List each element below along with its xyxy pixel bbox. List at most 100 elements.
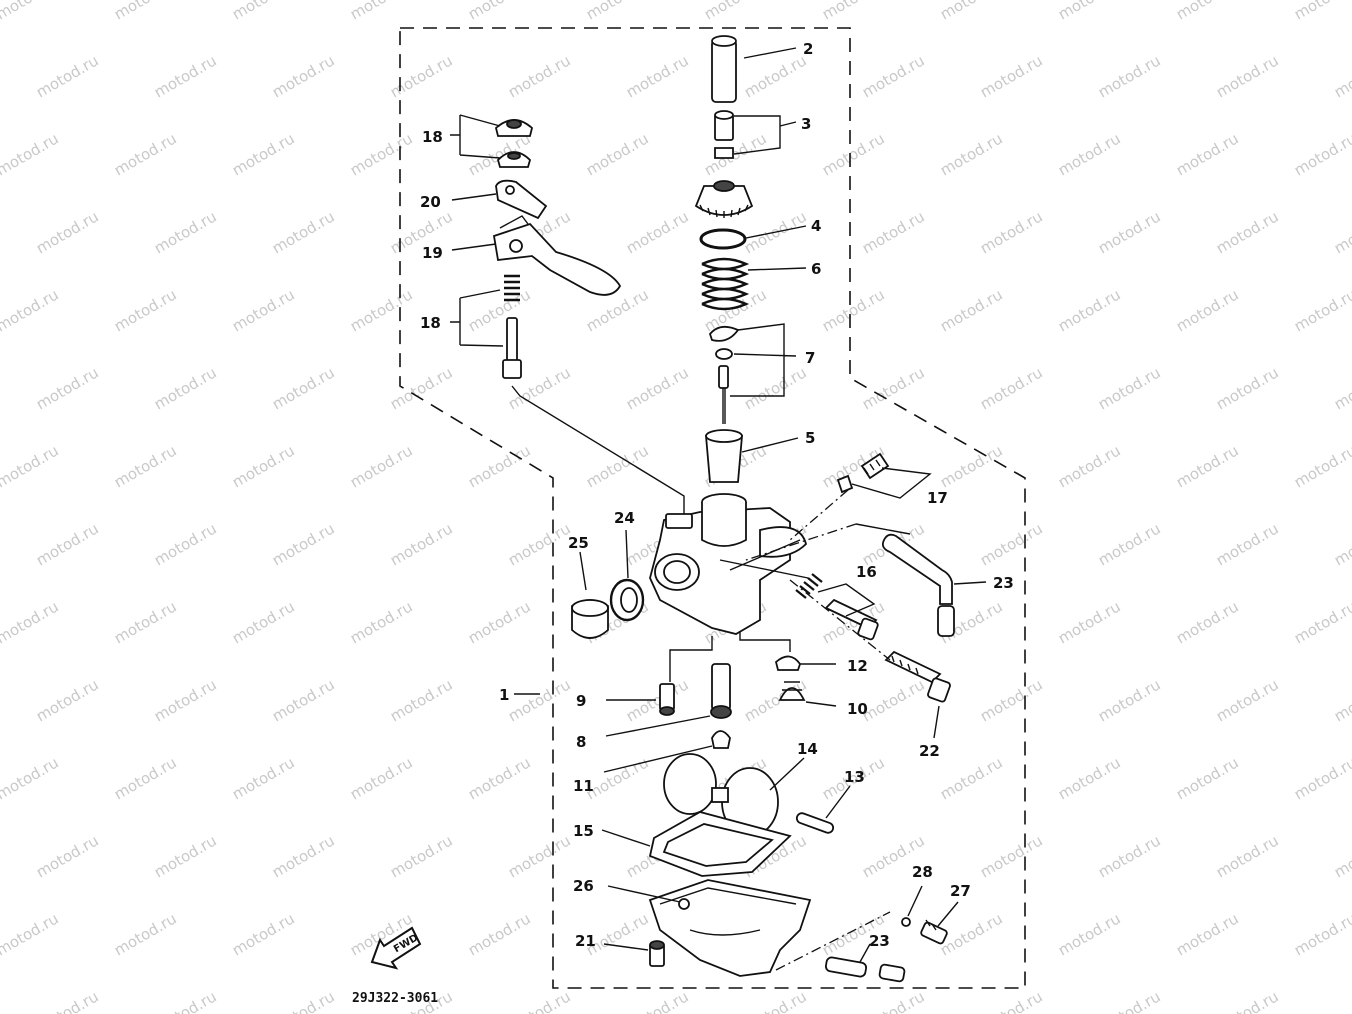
part-cap-washer	[496, 151, 532, 168]
watermark-text: motod.ru	[1291, 753, 1352, 803]
part-vent-tube	[881, 533, 955, 637]
part-float-bowl	[648, 879, 812, 977]
watermark-text: motod.ru	[937, 0, 1006, 23]
assembly-boundary	[399, 27, 1026, 989]
part-ring-25	[571, 599, 609, 639]
watermark-text: motod.ru	[1173, 909, 1242, 959]
watermark-text: motod.ru	[937, 753, 1006, 803]
leader-13	[825, 785, 851, 819]
watermark-text: motod.ru	[33, 675, 102, 725]
watermark-text: motod.ru	[387, 363, 456, 413]
watermark-text: motod.ru	[819, 129, 888, 179]
callout-20: 20	[420, 193, 441, 211]
drawing-code: 29J322-3061	[352, 991, 438, 1006]
part-needle-clip	[708, 325, 740, 424]
watermark-text: motod.ru	[741, 363, 810, 413]
watermark-text: motod.ru	[1331, 519, 1352, 569]
watermark-text: motod.ru	[583, 441, 652, 491]
watermark-text: motod.ru	[1291, 0, 1352, 23]
leader-23-top	[953, 581, 987, 585]
callout-25: 25	[568, 534, 589, 552]
callout-8: 8	[576, 733, 586, 751]
plunger-guide-line	[511, 385, 685, 520]
watermark-text: motod.ru	[347, 441, 416, 491]
watermark-text: motod.ru	[741, 51, 810, 101]
leader-5	[741, 437, 799, 453]
leader-26	[607, 885, 681, 903]
watermark-text: motod.ru	[269, 51, 338, 101]
watermark-text: motod.ru	[347, 0, 416, 23]
watermark-text: motod.ru	[1095, 519, 1164, 569]
watermark-text: motod.ru	[33, 207, 102, 257]
leader-24	[625, 529, 629, 579]
watermark-text: motod.ru	[1291, 909, 1352, 959]
part-plunger	[502, 317, 522, 379]
watermark-text: motod.ru	[465, 0, 534, 23]
leader-11	[603, 745, 713, 773]
callout-11: 11	[573, 777, 594, 795]
watermark-text: motod.ru	[623, 987, 692, 1014]
watermark-text: motod.ru	[1331, 675, 1352, 725]
centerline-drain	[775, 911, 891, 971]
part-cap-nut	[494, 119, 534, 137]
callout-numbers: 1 2 3 4 5 6 7 8 9 10 11 12 13 14 15 16 1…	[420, 40, 1014, 950]
watermark-text: motod.ru	[505, 987, 574, 1014]
watermark-text: motod.ru	[111, 129, 180, 179]
watermark-text: motod.ru	[151, 519, 220, 569]
watermark-text: motod.ru	[347, 285, 416, 335]
watermark-text: motod.ru	[977, 987, 1046, 1014]
watermark-text: motod.ru	[269, 987, 338, 1014]
part-plate	[495, 179, 548, 220]
watermark-text: motod.ru	[1213, 675, 1282, 725]
watermark-text: motod.ru	[1055, 285, 1124, 335]
part-screw-9	[659, 683, 675, 716]
watermark-text: motod.ru	[229, 441, 298, 491]
watermark-text: motod.ru	[859, 51, 928, 101]
watermark-text: motod.ru	[151, 987, 220, 1014]
part-jet-10	[778, 681, 806, 701]
callout-7: 7	[805, 349, 815, 367]
watermark-text: motod.ru	[977, 207, 1046, 257]
part-float-gasket	[648, 811, 792, 877]
part-adjuster	[714, 110, 734, 159]
watermark-text: motod.ru	[1173, 129, 1242, 179]
leader-23-bottom	[859, 943, 871, 963]
watermark-text: motod.ru	[1331, 51, 1352, 101]
watermark-text: motod.ru	[1213, 519, 1282, 569]
bracket-12	[739, 632, 791, 652]
watermark-text: motod.ru	[505, 675, 574, 725]
part-throttle-valve	[705, 429, 743, 483]
watermark-text: motod.ru	[1213, 207, 1282, 257]
watermark-text: motod.ru	[1055, 441, 1124, 491]
watermark-text: motod.ru	[1095, 363, 1164, 413]
callout-2: 2	[803, 40, 813, 58]
part-o-ring-28	[901, 917, 911, 927]
watermark-text: motod.ru	[1055, 753, 1124, 803]
watermark-text: motod.ru	[937, 285, 1006, 335]
watermark-text: motod.ru	[465, 753, 534, 803]
leader-19	[451, 243, 497, 251]
watermark-text: motod.ru	[701, 0, 770, 23]
watermark-text: motod.ru	[387, 519, 456, 569]
part-carburetor-body	[649, 493, 809, 635]
fwd-arrow-icon: FWD	[370, 926, 422, 970]
watermark-text: motod.ru	[465, 597, 534, 647]
watermark-text: motod.ru	[1173, 597, 1242, 647]
watermark-text: motod.ru	[1291, 597, 1352, 647]
watermark-text: motod.ru	[1173, 441, 1242, 491]
callout-24: 24	[614, 509, 635, 527]
callout-26: 26	[573, 877, 594, 895]
callout-22: 22	[919, 742, 940, 760]
part-cap-tube	[711, 35, 737, 103]
watermark-text: motod.ru	[1055, 597, 1124, 647]
leader-10	[805, 701, 837, 707]
watermark-text: motod.ru	[583, 0, 652, 23]
watermark-text: motod.ru	[111, 441, 180, 491]
watermark-text: motod.ru	[859, 675, 928, 725]
callout-1: 1	[499, 686, 509, 704]
watermark-text: motod.ru	[465, 441, 534, 491]
watermark-text: motod.ru	[505, 519, 574, 569]
watermark-text: motod.ru	[229, 285, 298, 335]
watermark-text: motod.ru	[0, 753, 62, 803]
leader-8	[605, 715, 711, 737]
